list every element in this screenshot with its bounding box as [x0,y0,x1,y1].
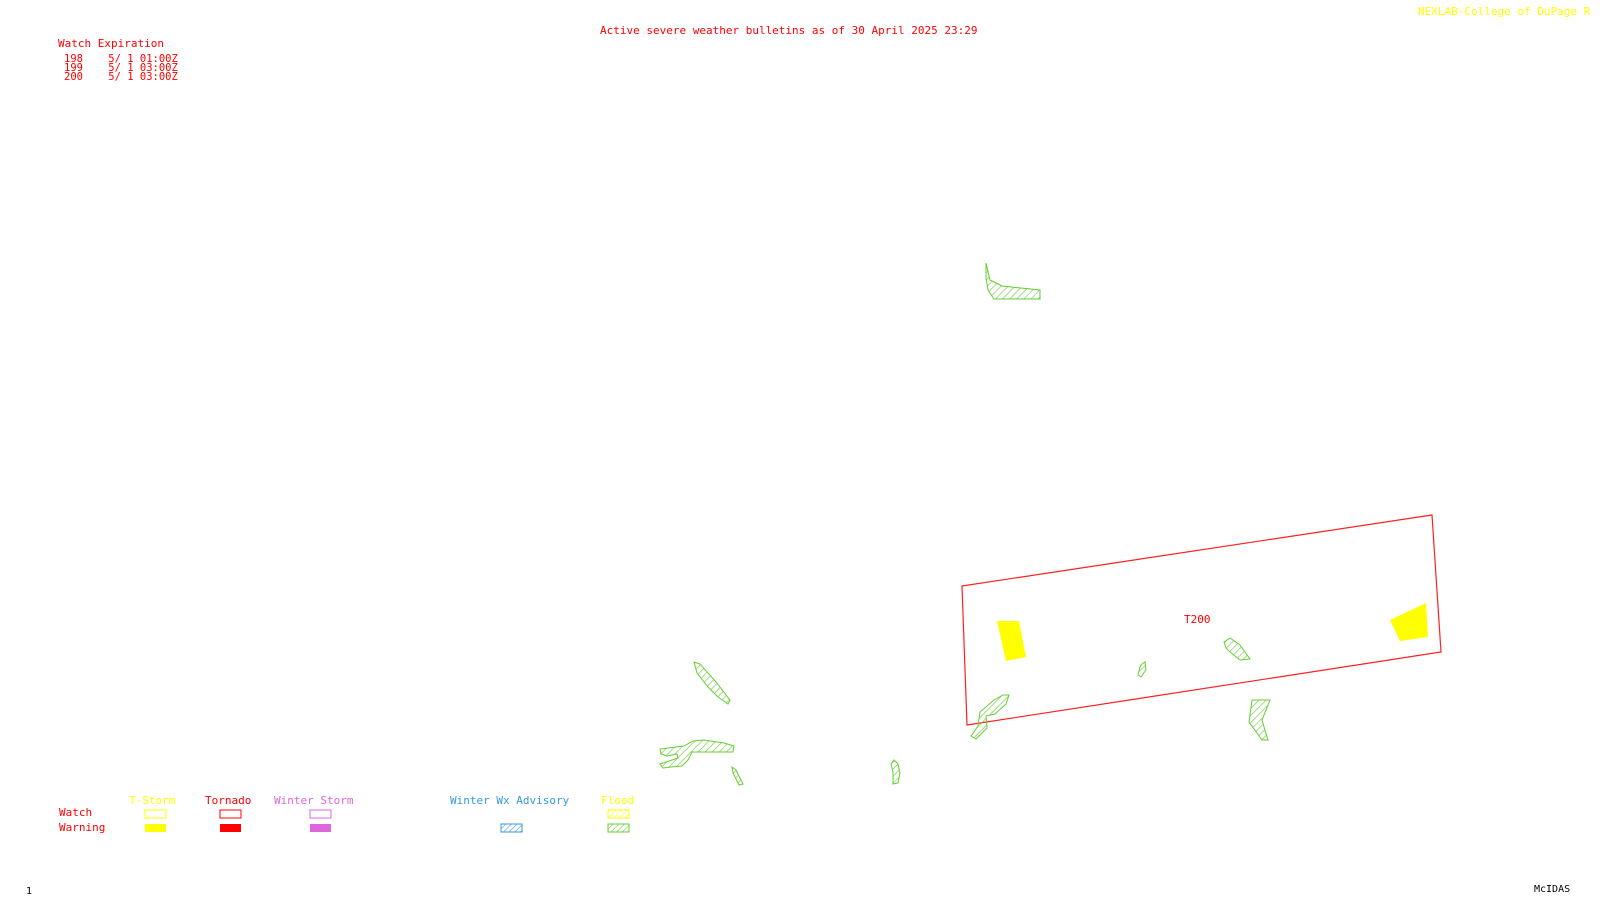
legend-tornado-label: Tornado [205,794,252,807]
tstorm-warning-polygon [1390,603,1428,641]
watch-number: 200 [64,71,83,83]
tornado-watch-200-polygon [961,514,1442,726]
flood-warning-polygon [1223,637,1251,661]
legend-flood-label: Flood [601,794,635,807]
watch-expiration-title: Watch Expiration [58,37,164,50]
winter-advisory-swatch [500,823,523,833]
flood-warning-polygon [970,694,1010,740]
winter-storm-warning-swatch [310,824,331,832]
tstorm-watch-swatch [144,809,167,819]
tstorm-warning-swatch [145,824,166,832]
legend-warning-row-label: Warning [59,821,106,834]
flood-warning-polygon [985,262,1041,300]
flood-warning-polygon [731,765,744,786]
watch-label: T200 [1184,613,1211,626]
flood-warning-swatch [607,823,630,833]
credit-text: NEXLAB-College of DuPage R [1418,5,1591,18]
watch-row: 198 5/ 1 01:00Z [64,53,178,65]
flood-warning-polygon [1137,661,1147,678]
legend-watch-row-label: Watch [59,806,93,819]
software-label: McIDAS [1534,884,1571,895]
bulletin-title: Active severe weather bulletins as of 30… [600,24,978,37]
watch-expires: 5/ 1 01:00Z [108,53,178,65]
flood-warning-polygon [890,759,901,785]
watch-number: 198 [64,53,83,65]
watch-expires: 5/ 1 03:00Z [108,62,178,74]
watch-row: 199 5/ 1 03:00Z [64,62,178,74]
watch-row: 200 5/ 1 03:00Z [64,71,178,83]
legend-winter-advisory-label: Winter Wx Advisory [450,794,570,807]
flood-warning-polygon [659,739,735,769]
legend-tstorm-label: T-Storm [129,794,176,807]
flood-warning-polygon [693,661,731,705]
watch-number: 199 [64,62,83,74]
watch-expires: 5/ 1 03:00Z [108,71,178,83]
tstorm-warning-polygon [997,621,1026,661]
tornado-watch-swatch [219,809,242,819]
page-number: 1 [26,886,33,897]
tornado-warning-swatch [220,824,241,832]
legend-winter-storm-label: Winter Storm [274,794,354,807]
flood-warning-polygon [1248,699,1271,741]
flood-watch-swatch [607,809,630,819]
winter-storm-watch-swatch [309,809,332,819]
